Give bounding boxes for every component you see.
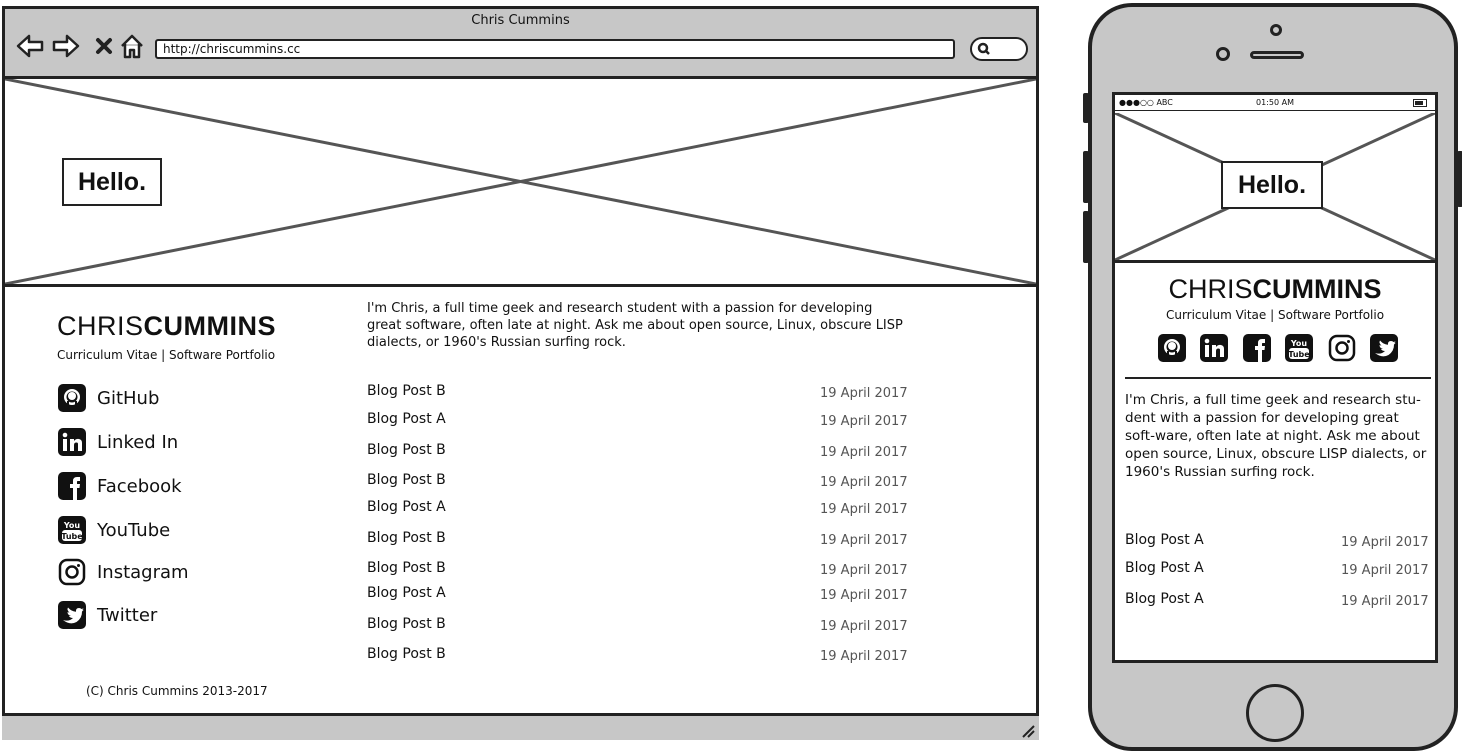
phone-screen: ●●●○○ ABC 01:50 AM Hello. CHRISCUMMINS C… [1112, 92, 1438, 663]
forward-icon[interactable] [51, 31, 81, 61]
social-link-twitter[interactable]: Twitter [58, 600, 157, 630]
mobile-hero-image-placeholder: Hello. [1115, 113, 1435, 263]
github-icon [58, 384, 86, 412]
brand-subtitle: Curriculum Vitae | Software Portfolio [57, 348, 276, 362]
social-label: YouTube [97, 519, 171, 541]
window-title: Chris Cummins [471, 13, 570, 28]
svg-text:Tube: Tube [61, 532, 83, 541]
social-label: Linked In [97, 431, 179, 453]
social-link-facebook[interactable]: Facebook [58, 471, 182, 501]
social-label: Instagram [97, 561, 189, 583]
social-link-linkedin[interactable]: Linked In [58, 427, 178, 457]
blog-post-date: 19 April 2017 [820, 445, 908, 460]
instagram-icon[interactable] [1328, 334, 1356, 362]
blog-post-date: 19 April 2017 [820, 649, 908, 664]
signal-carrier: ●●●○○ ABC [1119, 98, 1173, 107]
resize-grip-icon[interactable] [1019, 722, 1035, 738]
brand-first-name: CHRIS [57, 311, 144, 341]
linkedin-icon [58, 428, 86, 456]
mobile-divider [1125, 377, 1431, 379]
brand-last-name: CUMMINS [143, 311, 277, 341]
brand-first-name: CHRIS [1168, 274, 1253, 304]
mobile-brand-subtitle: Curriculum Vitae | Software Portfolio [1165, 308, 1385, 322]
facebook-icon [58, 472, 86, 500]
power-button[interactable] [1457, 151, 1462, 207]
blog-post-date: 19 April 2017 [820, 475, 908, 490]
brand-title: CHRISCUMMINS [57, 311, 276, 342]
blog-post-link[interactable]: Blog Post B [367, 616, 446, 632]
social-label: GitHub [97, 387, 160, 409]
mobile-blog-post-link[interactable]: Blog Post A [1125, 591, 1204, 607]
hero-image-placeholder: Hello. [5, 79, 1036, 287]
brand-last-name: CUMMINS [1252, 274, 1382, 304]
volume-down-button[interactable] [1083, 211, 1089, 263]
youtube-icon: YouTube [58, 516, 86, 544]
social-label: Facebook [97, 475, 182, 497]
phone-frame: ●●●○○ ABC 01:50 AM Hello. CHRISCUMMINS C… [1083, 3, 1462, 751]
blog-post-date: 19 April 2017 [820, 386, 908, 401]
blog-post-date: 19 April 2017 [820, 588, 908, 603]
blog-post-link[interactable]: Blog Post B [367, 530, 446, 546]
blog-post-date: 19 April 2017 [820, 502, 908, 517]
blog-post-link[interactable]: Blog Post B [367, 472, 446, 488]
battery-icon [1413, 99, 1427, 107]
mobile-blog-post-date: 19 April 2017 [1341, 594, 1429, 609]
blog-post-date: 19 April 2017 [820, 563, 908, 578]
social-link-instagram[interactable]: Instagram [58, 557, 189, 587]
twitter-icon [58, 601, 86, 629]
blog-post-date: 19 April 2017 [820, 533, 908, 548]
mobile-blog-post-link[interactable]: Blog Post A [1125, 560, 1204, 576]
status-time: 01:50 AM [1256, 98, 1294, 107]
youtube-icon[interactable]: YouTube [1285, 334, 1314, 362]
mobile-intro-paragraph: I'm Chris, a full time geek and research… [1125, 392, 1427, 480]
social-link-github[interactable]: GitHub [58, 383, 159, 413]
browser-search-button[interactable] [970, 37, 1028, 61]
volume-up-button[interactable] [1083, 151, 1089, 203]
facebook-icon[interactable] [1242, 334, 1271, 362]
address-bar[interactable]: http://chriscummins.cc [155, 39, 955, 59]
blog-post-link[interactable]: Blog Post B [367, 383, 446, 399]
blog-post-date: 19 April 2017 [820, 414, 908, 429]
svg-text:Tube: Tube [1288, 350, 1310, 359]
home-icon[interactable] [117, 31, 147, 61]
intro-paragraph: I'm Chris, a full time geek and research… [367, 301, 903, 350]
blog-post-link[interactable]: Blog Post B [367, 646, 446, 662]
mute-switch[interactable] [1083, 93, 1089, 123]
hero-greeting: Hello. [62, 158, 162, 206]
blog-post-link[interactable]: Blog Post A [367, 411, 446, 427]
browser-toolbar: Chris Cummins http://chriscummins.cc [5, 9, 1036, 79]
mobile-blog-post-date: 19 April 2017 [1341, 563, 1429, 578]
phone-status-bar: ●●●○○ ABC 01:50 AM [1115, 95, 1435, 111]
svg-text:You: You [63, 521, 81, 530]
browser-status-bar [2, 713, 1039, 740]
blog-post-link[interactable]: Blog Post A [367, 585, 446, 601]
blog-post-link[interactable]: Blog Post B [367, 442, 446, 458]
back-icon[interactable] [15, 31, 45, 61]
svg-text:You: You [1290, 339, 1308, 348]
browser-window: Chris Cummins http://chriscummins.cc Hel… [2, 6, 1039, 740]
front-camera [1270, 24, 1282, 36]
home-button[interactable] [1246, 684, 1304, 742]
instagram-icon [58, 558, 86, 586]
blog-post-link[interactable]: Blog Post A [367, 499, 446, 515]
mobile-hero-greeting: Hello. [1221, 161, 1323, 209]
browser-status-bar-wrap [2, 713, 1039, 740]
footer-copyright: (C) Chris Cummins 2013-2017 [86, 684, 268, 698]
social-label: Twitter [97, 604, 158, 626]
mobile-brand-title: CHRISCUMMINS [1115, 274, 1435, 305]
search-icon [977, 42, 990, 55]
linkedin-icon[interactable] [1200, 334, 1229, 362]
mobile-blog-post-link[interactable]: Blog Post A [1125, 532, 1204, 548]
mobile-blog-post-date: 19 April 2017 [1341, 535, 1429, 550]
earpiece-speaker [1250, 51, 1304, 59]
github-icon[interactable] [1158, 334, 1186, 362]
stop-icon[interactable] [89, 31, 119, 61]
proximity-sensor [1216, 47, 1230, 61]
twitter-icon[interactable] [1369, 334, 1398, 362]
blog-post-link[interactable]: Blog Post B [367, 560, 446, 576]
blog-post-date: 19 April 2017 [820, 619, 908, 634]
